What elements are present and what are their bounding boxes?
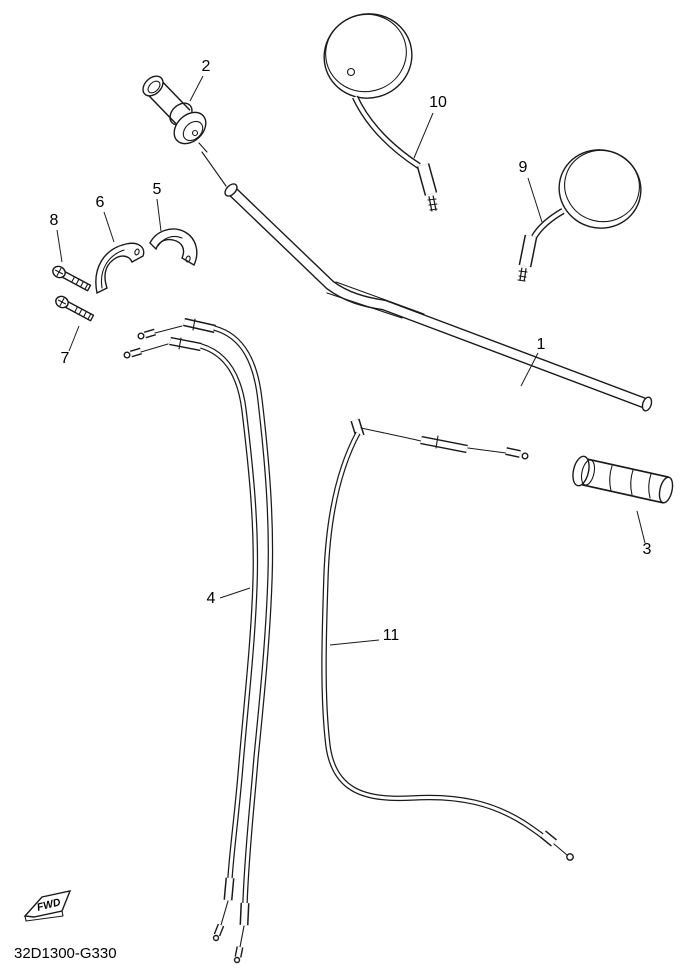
callout-label-4: 4 [207, 590, 216, 607]
fwd-flag: FWD [23, 890, 72, 922]
callout-label-7: 7 [61, 350, 70, 367]
part-holder-upper [149, 228, 198, 266]
part-bolt-lower [55, 295, 95, 322]
callout-label-6: 6 [96, 194, 105, 211]
callout-1: 1 [520, 336, 546, 387]
callout-4: 4 [207, 587, 251, 607]
part-bolt-upper [52, 265, 92, 292]
part-throttle-cables [123, 317, 274, 964]
callout-label-9: 9 [519, 159, 528, 176]
callout-label-10: 10 [429, 94, 447, 111]
part-handlebar [224, 183, 653, 412]
part-throttle-grip-assembly [142, 75, 227, 187]
callout-label-2: 2 [202, 58, 211, 75]
callout-6: 6 [96, 194, 115, 243]
part-mirror-left [323, 13, 438, 212]
part-mirror-right [517, 149, 642, 282]
callout-7: 7 [61, 325, 80, 367]
callout-label-11: 11 [383, 627, 400, 644]
callout-2: 2 [189, 58, 211, 102]
fwd-arrow [23, 890, 72, 918]
callout-8: 8 [50, 212, 63, 263]
callout-label-1: 1 [537, 336, 546, 353]
callout-10: 10 [413, 94, 447, 159]
callout-label-5: 5 [153, 181, 162, 198]
part-holder-lower [95, 242, 145, 295]
fwd-label: FWD [36, 896, 63, 914]
part-grip [572, 455, 674, 504]
callout-5: 5 [153, 181, 162, 232]
callout-label-8: 8 [50, 212, 59, 229]
part-clutch-cable [321, 418, 574, 861]
callout-3: 3 [636, 510, 652, 558]
callout-11: 11 [329, 627, 400, 646]
callout-9: 9 [519, 159, 543, 223]
callout-label-3: 3 [643, 541, 652, 558]
diagram-code: 32D1300-G330 [14, 945, 117, 962]
